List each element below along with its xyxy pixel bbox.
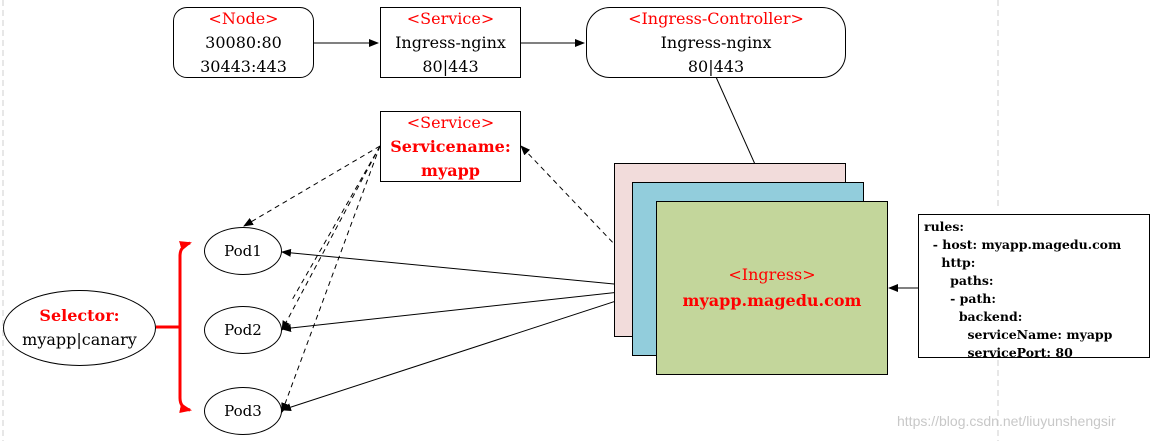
dashed-service-to-pod3-b xyxy=(291,145,381,301)
arrow-ingress-to-pod2 xyxy=(281,287,657,332)
pod2-ellipse: Pod2 xyxy=(204,306,282,354)
selector-value: myapp|canary xyxy=(22,330,137,349)
node-box: <Node> 30080:80 30443:443 xyxy=(173,7,314,78)
ingress-rules-yaml: rules: - host: myapp.magedu.com http: pa… xyxy=(918,214,1150,360)
rules-line: servicePort: 80 xyxy=(924,345,1073,360)
pod1-label: Pod1 xyxy=(224,242,262,260)
node-port-http: 30080:80 xyxy=(205,32,282,52)
rules-line: backend: xyxy=(924,309,1023,324)
rules-line: http: xyxy=(924,255,976,270)
arrow-ingress-to-pod1 xyxy=(281,248,657,289)
ingress-controller-title: <Ingress-Controller> xyxy=(628,8,804,28)
ingress-card-front: <Ingress> myapp.magedu.com xyxy=(656,201,888,375)
dashed-service-to-pod1 xyxy=(243,145,381,227)
service-nginx-box: <Service> Ingress-nginx 80|443 xyxy=(380,7,521,78)
rules-line: serviceName: myapp xyxy=(924,327,1113,342)
pod2-label: Pod2 xyxy=(224,321,262,339)
service-myapp-title: <Service> xyxy=(406,112,495,132)
dashed-ingress-to-service xyxy=(520,145,657,289)
watermark-text: https://blog.csdn.net/liuyunshengsir xyxy=(897,413,1116,429)
service-nginx-ports: 80|443 xyxy=(422,56,479,76)
pod3-ellipse: Pod3 xyxy=(204,387,282,435)
ingress-controller-box: <Ingress-Controller> Ingress-nginx 80|44… xyxy=(586,7,846,78)
selector-brace-top xyxy=(178,241,192,327)
dashed-service-to-pod3 xyxy=(281,145,381,413)
ingress-title: <Ingress> xyxy=(728,265,816,284)
rules-line: paths: xyxy=(924,273,994,288)
rules-line: rules: xyxy=(924,219,965,234)
rules-line: - path: xyxy=(924,291,996,306)
service-nginx-title: <Service> xyxy=(406,8,495,28)
ingress-host: myapp.magedu.com xyxy=(682,291,862,310)
pod3-label: Pod3 xyxy=(224,402,262,420)
node-port-https: 30443:443 xyxy=(200,56,287,76)
service-myapp-name: myapp xyxy=(421,160,480,180)
service-myapp-label: Servicename: xyxy=(390,136,511,156)
selector-title: Selector: xyxy=(39,306,120,325)
arrow-ingress-to-pod3 xyxy=(281,287,657,412)
ingress-controller-ports: 80|443 xyxy=(687,56,745,76)
ingress-controller-name: Ingress-nginx xyxy=(660,32,772,52)
pod1-ellipse: Pod1 xyxy=(204,227,282,275)
node-title: <Node> xyxy=(208,8,279,28)
selector-ellipse: Selector: myapp|canary xyxy=(3,290,156,366)
selector-brace-bottom xyxy=(178,327,192,413)
dashed-service-to-pod2 xyxy=(281,145,381,331)
service-myapp-box: <Service> Servicename: myapp xyxy=(380,111,521,182)
rules-line: - host: myapp.magedu.com xyxy=(924,237,1122,252)
service-nginx-name: Ingress-nginx xyxy=(395,32,506,52)
